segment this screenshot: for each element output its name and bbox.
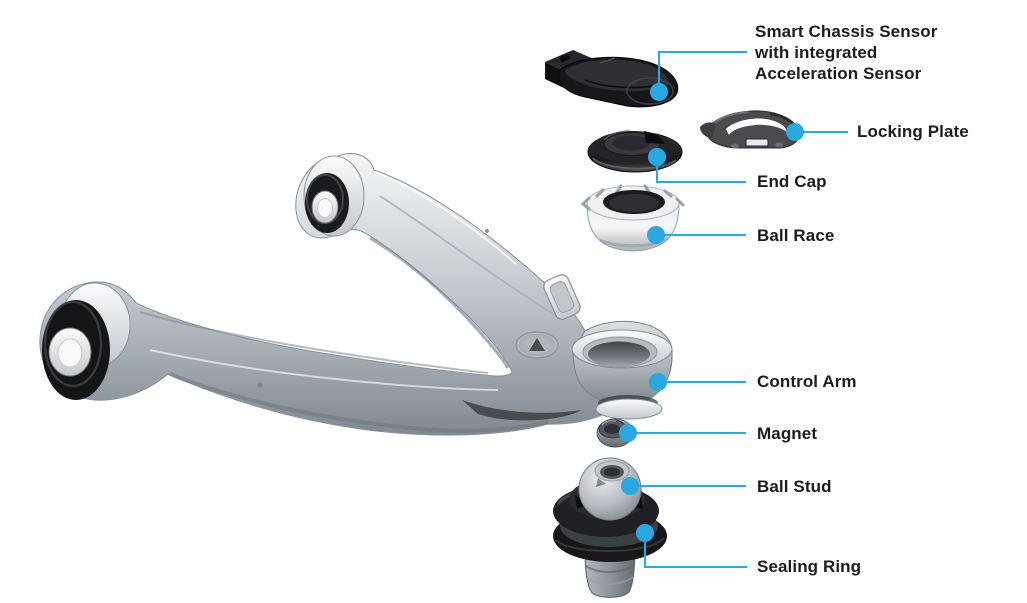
- arm-lower-highlight: [149, 349, 499, 391]
- front-bushing: [42, 282, 131, 400]
- arm-lower-crease: [139, 311, 489, 374]
- label-sealing-ring: Sealing Ring: [757, 557, 862, 576]
- dot-locking-plate: [786, 123, 804, 141]
- dot-sealing-ring: [636, 524, 654, 542]
- dot-ball-stud: [621, 477, 639, 495]
- arm-upper-crease: [379, 195, 561, 319]
- control-arm-part: [39, 153, 673, 436]
- arm-rivet-hole: [257, 382, 263, 388]
- dot-smart-chassis-sensor: [650, 83, 668, 101]
- label-magnet: Magnet: [757, 424, 818, 443]
- arm-boss: [543, 274, 581, 320]
- leader-smart-chassis-sensor: [658, 51, 747, 92]
- ball-stud-part: [553, 457, 667, 598]
- label-ball-race: Ball Race: [757, 226, 835, 245]
- callout-leader-lines: [628, 51, 848, 568]
- arm-top-highlight: [375, 171, 517, 265]
- arm-inner-shadow: [369, 236, 510, 369]
- smart-chassis-sensor-part: [545, 50, 679, 108]
- arm-cone-recess: [515, 331, 559, 359]
- ball-race-castellation: [580, 184, 685, 211]
- dot-end-cap: [648, 148, 666, 166]
- arm-bottom-shade: [169, 372, 549, 433]
- leader-sealing-ring: [644, 533, 747, 568]
- ball-race-part: [580, 184, 685, 252]
- dot-control-arm: [649, 373, 667, 391]
- locking-plate-part: [700, 110, 800, 149]
- dot-magnet: [619, 424, 637, 442]
- dot-ball-race: [647, 226, 665, 244]
- label-ball-stud: Ball Stud: [757, 477, 832, 496]
- label-end-cap: End Cap: [757, 172, 827, 191]
- arm-under-slot: [462, 400, 582, 421]
- callout-dots: [619, 83, 804, 542]
- label-control-arm: Control Arm: [757, 372, 857, 391]
- arm-pin-hole: [485, 229, 489, 233]
- end-cap-part: [587, 130, 683, 173]
- ball-joint-housing: [571, 320, 673, 420]
- label-locking-plate: Locking Plate: [857, 122, 969, 141]
- upper-bushing: [303, 155, 365, 237]
- label-smart-chassis-sensor: Smart Chassis Sensor with integrated Acc…: [755, 22, 938, 83]
